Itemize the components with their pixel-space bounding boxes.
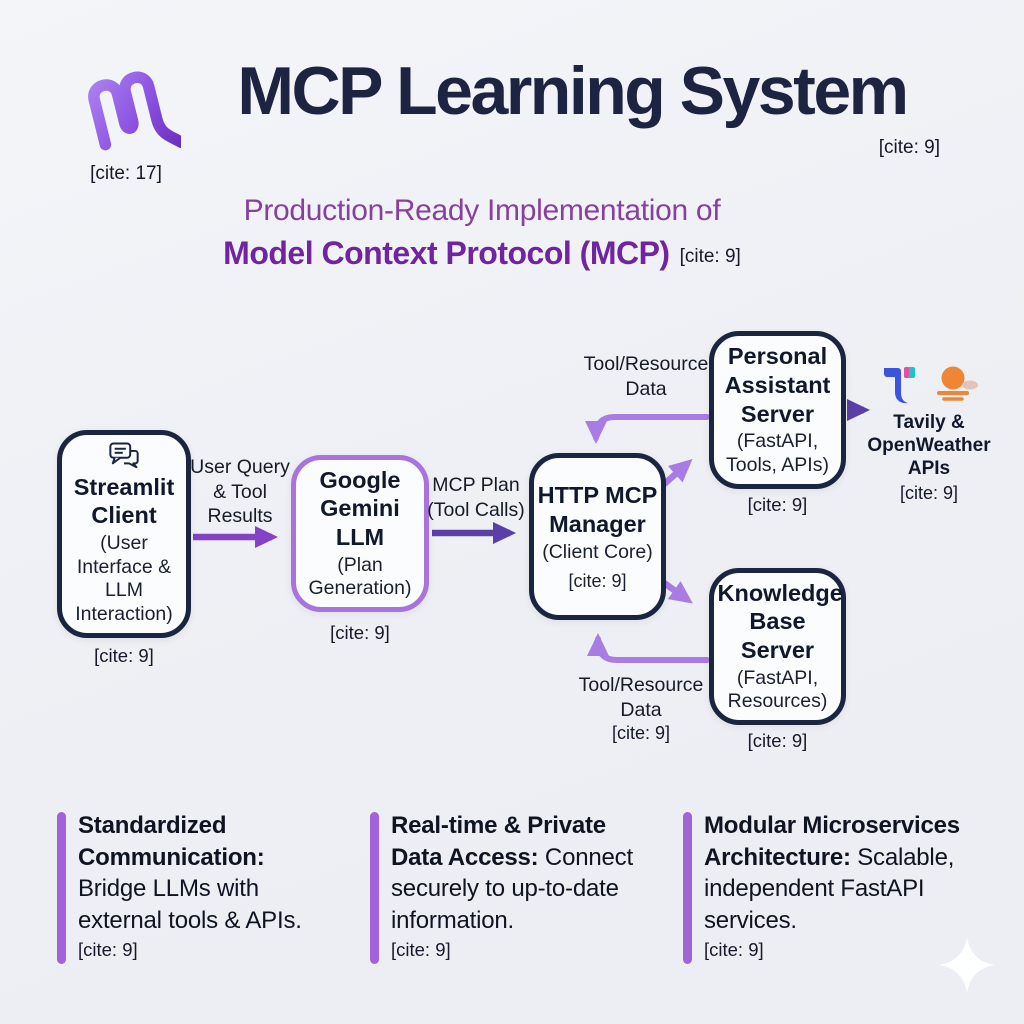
feature-accent-bar	[683, 812, 692, 964]
feature-title: Real-time & Private Data Access:	[391, 812, 606, 871]
feature-text: Standardized Communication: Bridge LLMs …	[78, 810, 330, 937]
feature-citation: [cite: 9]	[78, 938, 138, 960]
feature-text: Modular Microservices Architecture: Scal…	[704, 810, 976, 937]
feature-body: Scalable, independent FastAPI services.	[704, 843, 955, 935]
subtitle-line1: Production-Ready Implementation of	[243, 194, 721, 227]
knowledge-citation: [cite: 9]	[747, 730, 808, 751]
openweather-icon	[937, 366, 978, 401]
feature-title: Modular Microservices Architecture:	[704, 812, 960, 871]
subtitle-block: Production-Ready Implementation of Model…	[0, 194, 964, 272]
mcp-logo-icon	[88, 71, 181, 151]
apis-title: Tavily & OpenWeather APIs	[867, 412, 991, 479]
title-citation: [cite: 9]	[878, 137, 940, 158]
node-subtitle: (FastAPI, Tools, APIs)	[726, 430, 829, 476]
external-apis-block: Tavily & OpenWeather APIs [cite: 9]	[862, 360, 996, 504]
chat-bubbles-icon	[109, 442, 139, 469]
feature-standardized-communication: Standardized Communication: Bridge LLMs …	[57, 810, 332, 964]
node-subtitle: (Plan Generation)	[308, 553, 412, 600]
feature-accent-bar	[370, 812, 379, 964]
edge-knowledge-return	[587, 633, 710, 663]
node-title: Knowledge Base Server	[717, 579, 843, 664]
assistant-citation: [cite: 9]	[747, 494, 808, 515]
feature-body: Bridge LLMs with external tools & APIs.	[78, 875, 302, 935]
feature-realtime-data-access: Real-time & Private Data Access: Connect…	[370, 810, 645, 964]
node-personal-assistant-server: Personal Assistant Server (FastAPI, Tool…	[709, 331, 846, 489]
page-title: MCP Learning System	[237, 53, 909, 129]
feature-title: Standardized Communication:	[78, 812, 265, 871]
node-google-gemini-llm: Google Gemini LLM (Plan Generation)	[291, 455, 429, 612]
tavily-icon	[884, 367, 915, 404]
edge-citation: [cite: 9]	[611, 723, 671, 744]
node-title: HTTP MCP Manager	[537, 482, 658, 538]
node-title: Streamlit Client	[73, 473, 175, 529]
streamlit-citation: [cite: 9]	[94, 645, 154, 666]
edge-manager-to-assistant	[659, 459, 693, 489]
node-subtitle: (FastAPI, Resources)	[727, 666, 828, 713]
gemini-citation: [cite: 9]	[330, 622, 390, 643]
subtitle-line2: Model Context Protocol (MCP)	[223, 235, 670, 271]
subtitle-citation: [cite: 9]	[679, 246, 741, 267]
node-knowledge-base-server: Knowledge Base Server (FastAPI, Resource…	[709, 568, 846, 725]
node-http-mcp-manager: HTTP MCP Manager (Client Core) [cite: 9]	[529, 453, 666, 620]
manager-citation: [cite: 9]	[568, 570, 627, 591]
node-subtitle: (User Interface & LLM Interaction)	[75, 531, 173, 626]
node-title: Personal Assistant Server	[724, 343, 831, 427]
edge-label-tool-resource-top: Tool/Resource Data	[583, 353, 709, 400]
feature-citation: [cite: 9]	[704, 938, 764, 960]
feature-body: Connect securely to up-to-date informati…	[391, 843, 633, 935]
sparkle-icon	[939, 937, 995, 993]
feature-modular-microservices: Modular Microservices Architecture: Scal…	[683, 810, 983, 964]
logo-citation: [cite: 17]	[90, 163, 162, 184]
edge-label-user-query: User Query & Tool Results	[190, 456, 290, 528]
feature-accent-bar	[57, 812, 66, 964]
node-title: Google Gemini LLM	[319, 466, 401, 551]
feature-text: Real-time & Private Data Access: Connect…	[391, 810, 643, 937]
edge-label-mcp-plan: MCP Plan (Tool Calls)	[427, 474, 525, 521]
edge-assistant-return	[585, 414, 710, 444]
feature-citation: [cite: 9]	[391, 938, 451, 960]
edge-label-text: Tool/Resource Data	[578, 674, 704, 721]
edge-label-tool-resource-bottom: Tool/Resource Data [cite: 9]	[566, 673, 716, 745]
node-streamlit-client: Streamlit Client (User Interface & LLM I…	[57, 430, 191, 638]
apis-citation: [cite: 9]	[899, 483, 959, 504]
node-subtitle: (Client Core)	[542, 540, 653, 563]
